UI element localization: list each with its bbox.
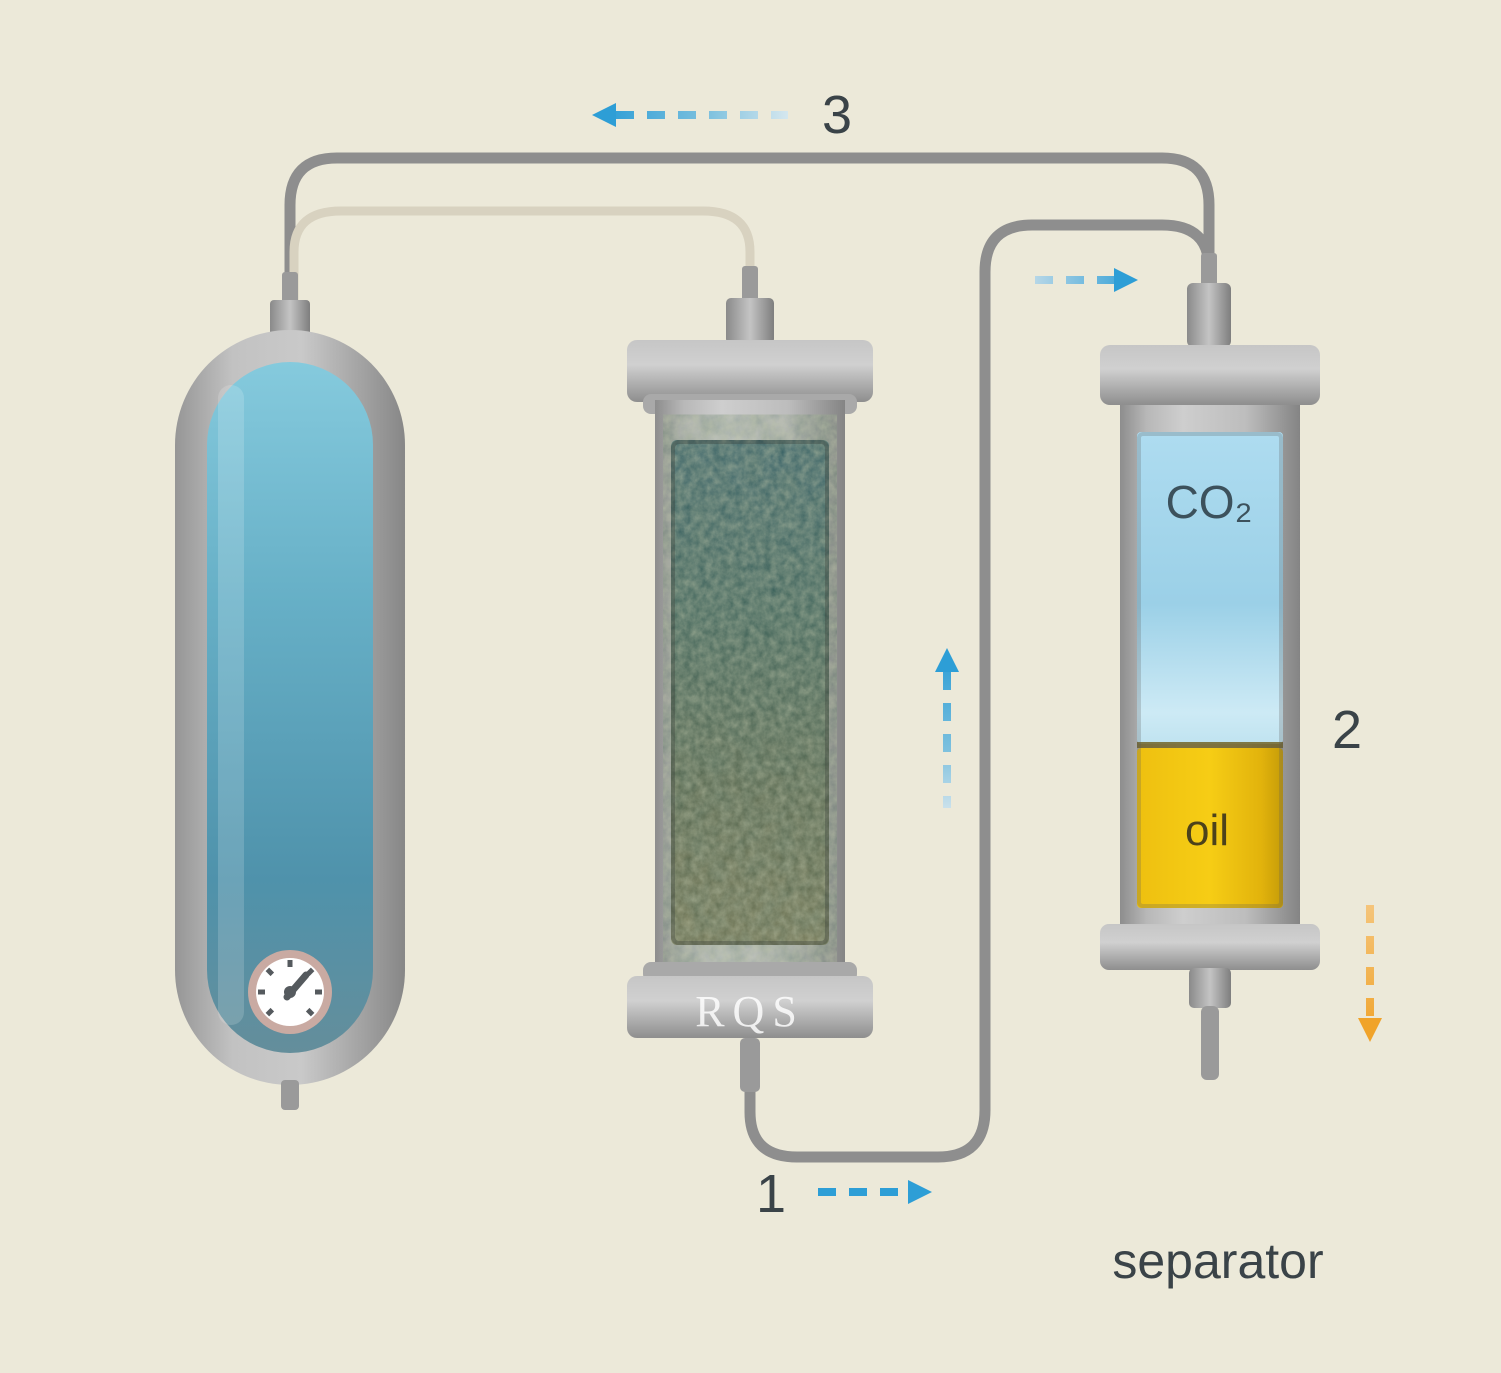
- tank-liquid: [207, 362, 373, 1053]
- separator-window-frame: [1137, 432, 1283, 908]
- co2-label: CO₂: [1166, 476, 1253, 528]
- oil-interface-line: [1137, 742, 1283, 748]
- co2-gas-region: [1137, 432, 1283, 744]
- separator-top-stub: [1201, 253, 1217, 287]
- separator-bottom-collar: [1189, 968, 1231, 1008]
- co2-tank: [175, 272, 405, 1110]
- separator-vessel: CO₂ oil: [1100, 253, 1320, 1080]
- pressure-gauge-icon: [248, 950, 332, 1034]
- extractor-bottom-nozzle: [740, 1038, 760, 1092]
- flow-arrow-3-head: [592, 103, 616, 127]
- extractor-bottom-flange: [627, 976, 873, 1038]
- extraction-vessel: RQS: [627, 266, 873, 1092]
- separator-top-collar: [1187, 283, 1231, 347]
- separator-caption: separator: [1112, 1233, 1323, 1289]
- extractor-top-stub: [742, 266, 758, 302]
- step-2-label: 2: [1332, 700, 1362, 760]
- oil-region: [1137, 748, 1283, 908]
- step-3-label: 3: [822, 85, 852, 145]
- step-1-label: 1: [756, 1164, 786, 1224]
- separator-top-flange: [1100, 345, 1320, 405]
- pipe-extractor-to-separator: [744, 219, 1215, 1163]
- oil-label: oil: [1185, 806, 1229, 855]
- rqs-logo: RQS: [695, 987, 805, 1036]
- pipes: [284, 152, 1215, 1163]
- gauge-hub: [284, 986, 296, 998]
- flow-annotations: 3 1 2 separator: [592, 85, 1382, 1289]
- gauge-ticks: [258, 960, 322, 1017]
- extractor-top-neck: [726, 298, 774, 344]
- separator-bottom-nozzle: [1201, 1006, 1219, 1080]
- pipe-return-line: [284, 152, 1215, 326]
- tank-bottom-stub: [281, 1080, 299, 1110]
- separator-bottom-flange: [1100, 924, 1320, 970]
- tank-top-collar: [270, 300, 310, 338]
- oil-out-arrow-head: [1358, 1018, 1382, 1042]
- extractor-top-flange: [627, 340, 873, 402]
- flow-arrow-top-right-head: [1114, 268, 1138, 292]
- pipe-tank-to-extractor: [289, 206, 755, 325]
- tank-top-stub: [282, 272, 298, 306]
- tank-highlight: [218, 385, 244, 1025]
- plant-material: [671, 440, 829, 945]
- flow-arrow-1-head: [908, 1180, 932, 1204]
- flow-arrow-up-head: [935, 648, 959, 672]
